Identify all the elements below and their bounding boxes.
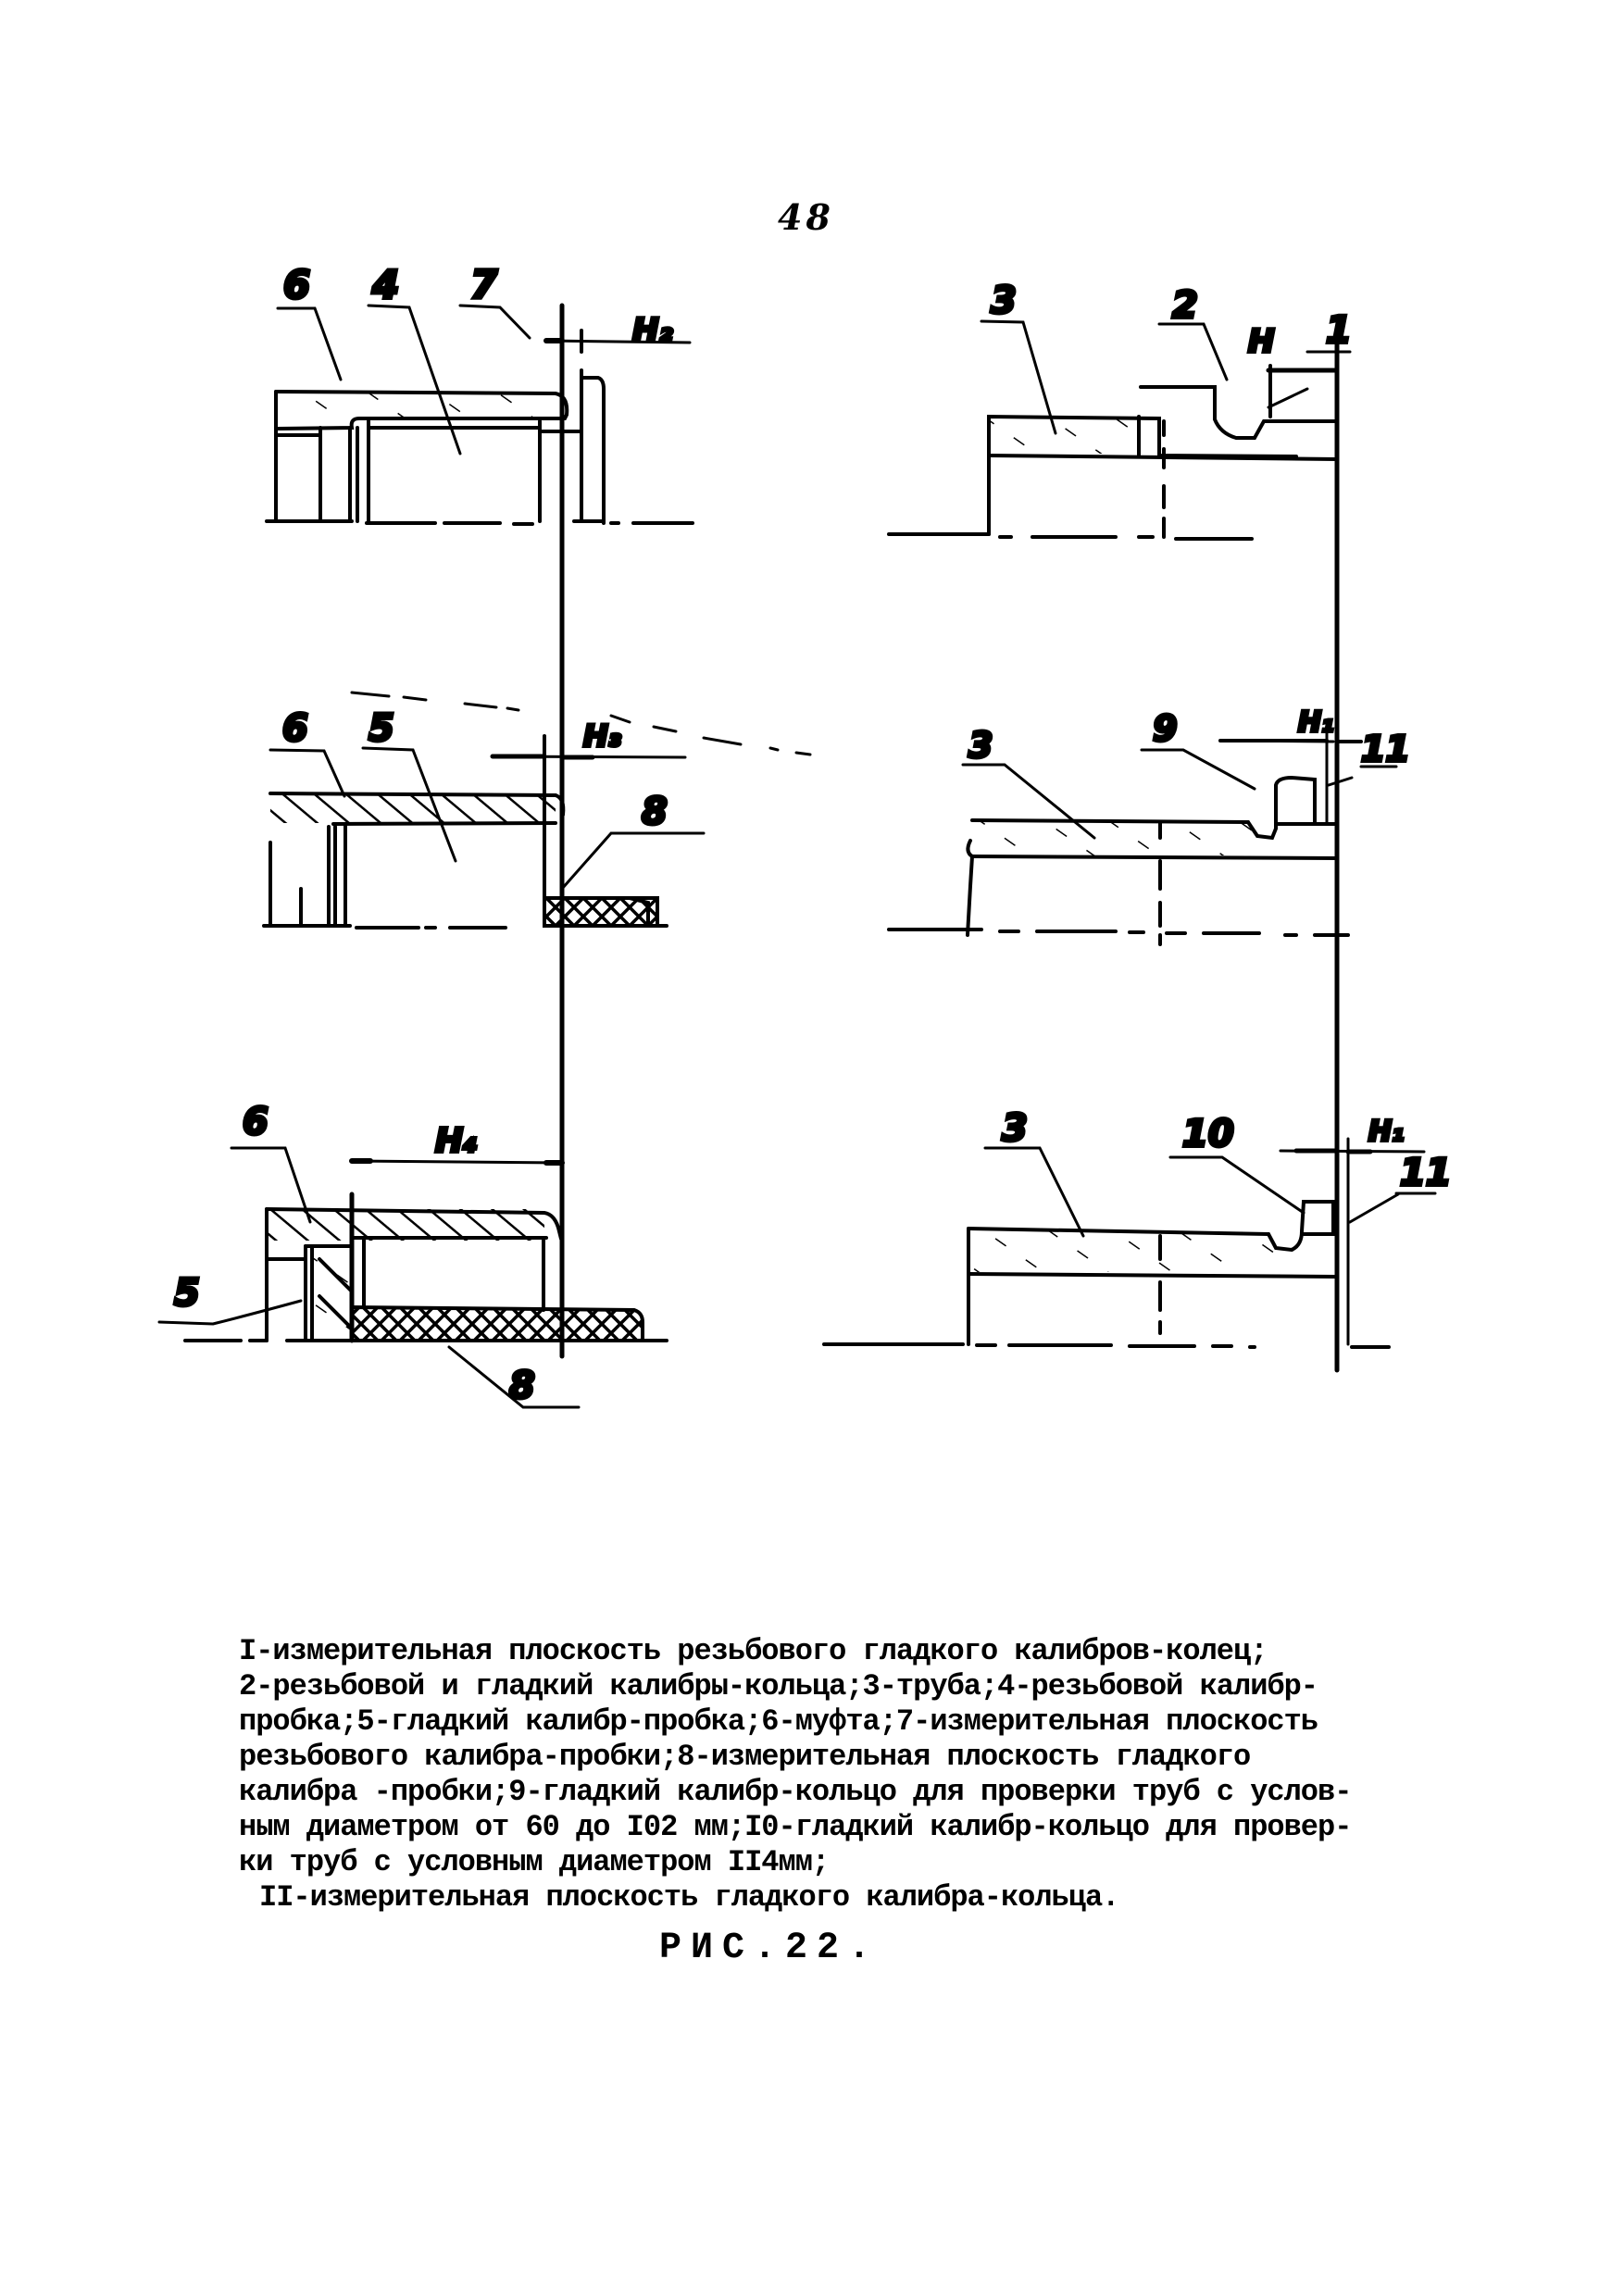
dimension-h1-label-bottom: H₁ (1368, 1116, 1404, 1148)
svg-text:6: 6 (283, 262, 310, 307)
svg-text:3: 3 (1002, 1107, 1028, 1150)
diagram-top-right: 3 2 H 1 (887, 278, 1354, 541)
svg-text:11: 11 (1400, 1152, 1452, 1194)
dimension-h1-label-middle: H₁ (1298, 706, 1333, 739)
figure-label: РИС.22. (659, 1928, 881, 1969)
svg-text:3: 3 (991, 280, 1017, 322)
diagram-bottom-left: 6 5 H₄ 8 (157, 1099, 668, 1409)
dimension-h2-label: H₂ (632, 312, 672, 349)
page-number: 48 (778, 196, 834, 238)
dimension-h3-label: H₃ (583, 718, 621, 754)
caption-line: ным диаметром от 60 до I02 мм;I0-гладкий… (239, 1810, 1352, 1844)
diagram-bottom-right: 3 10 H₁ 11 (822, 1105, 1454, 1349)
svg-text:6: 6 (243, 1101, 269, 1143)
svg-text:3: 3 (968, 725, 993, 766)
caption-line: резьбового калибра-пробки;8-измерительна… (239, 1740, 1251, 1774)
svg-text:11: 11 (1361, 729, 1410, 769)
svg-text:10: 10 (1182, 1113, 1234, 1155)
svg-text:7: 7 (470, 262, 498, 307)
svg-text:8: 8 (509, 1365, 535, 1407)
svg-text:5: 5 (369, 707, 394, 750)
svg-text:8: 8 (642, 791, 668, 833)
svg-text:4: 4 (371, 262, 399, 307)
caption-line: калибра -пробки;9-гладкий калибр-кольцо … (239, 1775, 1352, 1809)
caption-line: 2-резьбовой и гладкий калибры-кольца;3-т… (239, 1669, 1318, 1703)
svg-text:9: 9 (1153, 708, 1177, 749)
diagram-middle-right: 3 9 H₁ 11 (887, 705, 1412, 946)
dimension-h-label: H (1248, 323, 1274, 360)
technical-drawing: 6 4 7 H₂ 3 2 H 1 (157, 260, 1454, 1409)
caption-line: II-измерительная плоскость гладкого кали… (259, 1880, 1119, 1915)
svg-text:5: 5 (174, 1272, 200, 1315)
svg-text:1: 1 (1326, 309, 1352, 352)
caption-line: ки труб с условным диаметром II4мм; (239, 1845, 830, 1879)
caption-line: пробка;5-гладкий калибр-пробка;6-муфта;7… (239, 1704, 1318, 1739)
diagram-top-left: 6 4 7 H₂ (265, 260, 694, 526)
svg-text:2: 2 (1172, 284, 1198, 327)
caption-line: I-измерительная плоскость резьбового гла… (239, 1634, 1268, 1668)
dimension-h4-label: H₄ (435, 1122, 478, 1160)
svg-text:6: 6 (282, 707, 308, 750)
diagram-middle-left: 6 5 H₃ 8 (262, 705, 706, 930)
figure-caption: I-измерительная плоскость резьбового гла… (239, 1634, 1517, 1915)
